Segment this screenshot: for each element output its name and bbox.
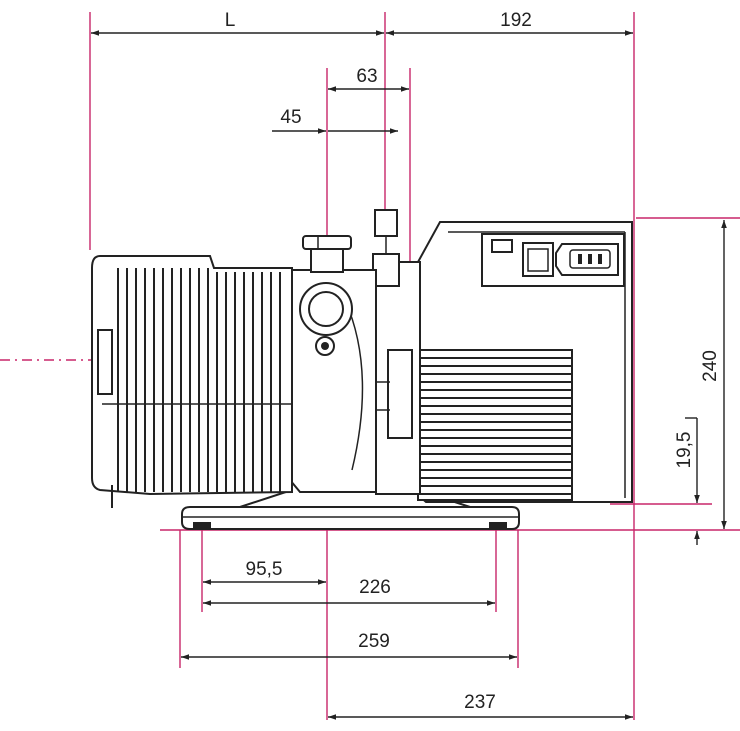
- inlet-neck: [310, 247, 344, 273]
- label-45: 45: [280, 107, 301, 128]
- dimension-lines: [91, 30, 727, 720]
- switch-small: [491, 239, 513, 253]
- label-240: 240: [700, 350, 721, 382]
- power-inlet-pin-3: [598, 254, 602, 264]
- label-63: 63: [356, 66, 377, 87]
- inlet-port-inner: [308, 291, 344, 327]
- oil-sight-inner: [321, 342, 329, 350]
- inlet-flange: [302, 235, 352, 250]
- oil-case-fins: [117, 268, 281, 492]
- dimension-labels: L 192 63 45 240 19,5 95,5 226 259 237: [225, 10, 721, 713]
- label-19-5: 19,5: [674, 432, 695, 469]
- motor-fins: [417, 349, 573, 501]
- rubber-foot-right: [489, 522, 507, 529]
- base-plate: [181, 506, 520, 530]
- label-95-5: 95,5: [246, 559, 283, 580]
- rubber-foot-left: [193, 522, 211, 529]
- label-226: 226: [359, 577, 391, 598]
- power-inlet-socket: [569, 249, 611, 269]
- label-192: 192: [500, 10, 532, 31]
- gas-ballast-body: [372, 253, 400, 287]
- oil-case: [91, 255, 293, 496]
- label-237: 237: [464, 692, 496, 713]
- oil-case-cap: [97, 329, 113, 395]
- power-inlet-pin-1: [578, 254, 582, 264]
- power-switch-inner: [527, 248, 549, 272]
- power-inlet: [555, 243, 619, 276]
- label-259: 259: [358, 631, 390, 652]
- coupling-ring: [387, 349, 413, 439]
- power-inlet-pin-2: [588, 254, 592, 264]
- gas-ballast-cap: [374, 209, 398, 237]
- label-l: L: [225, 10, 236, 31]
- pump-body: [91, 209, 633, 530]
